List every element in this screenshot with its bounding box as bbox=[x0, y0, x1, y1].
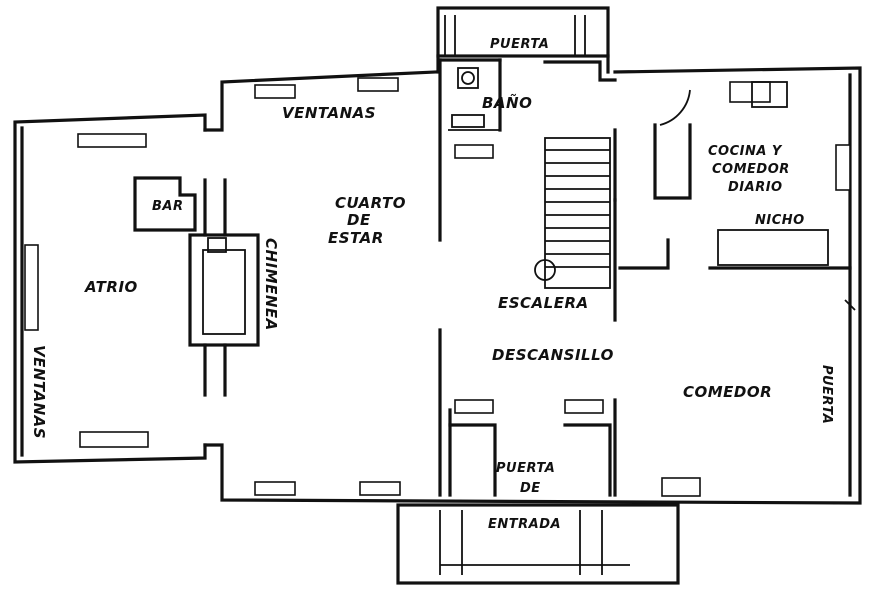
descansillo-label: DESCANSILLO bbox=[492, 346, 614, 364]
cocina-label-2: COMEDOR bbox=[712, 162, 790, 177]
puerta-top-label: PUERTA bbox=[490, 37, 549, 52]
entrada-label-3: ENTRADA bbox=[488, 517, 561, 532]
room-labels: PUERTA BAÑO VENTANAS COCINA Y COMEDOR DI… bbox=[30, 37, 834, 532]
cuarto-label-1: CUARTO bbox=[335, 194, 406, 212]
bar-label: BAR bbox=[152, 199, 183, 214]
nicho-label: NICHO bbox=[755, 213, 805, 228]
staircase bbox=[534, 137, 617, 322]
ventanas-left-label: VENTANAS bbox=[30, 345, 48, 439]
cocina-label-1: COCINA Y bbox=[708, 144, 783, 159]
cuarto-label-2: DE bbox=[347, 211, 371, 229]
interior-walls bbox=[133, 58, 856, 497]
fixtures bbox=[207, 67, 829, 266]
outer-walls bbox=[13, 6, 862, 585]
atrio-label: ATRIO bbox=[84, 278, 138, 296]
entrada-label-1: PUERTA bbox=[496, 461, 555, 476]
bano-label: BAÑO bbox=[482, 93, 532, 112]
cuarto-label-3: ESTAR bbox=[328, 229, 384, 247]
entrada-label-2: DE bbox=[520, 481, 541, 496]
comedor-label: COMEDOR bbox=[683, 383, 772, 401]
puerta-right-label: PUERTA bbox=[819, 365, 834, 424]
cocina-label-3: DIARIO bbox=[728, 180, 783, 195]
ventanas-top-label: VENTANAS bbox=[282, 104, 376, 122]
windows bbox=[24, 77, 851, 497]
escalera-label: ESCALERA bbox=[498, 294, 589, 312]
chimenea-label: CHIMENEA bbox=[262, 238, 280, 331]
